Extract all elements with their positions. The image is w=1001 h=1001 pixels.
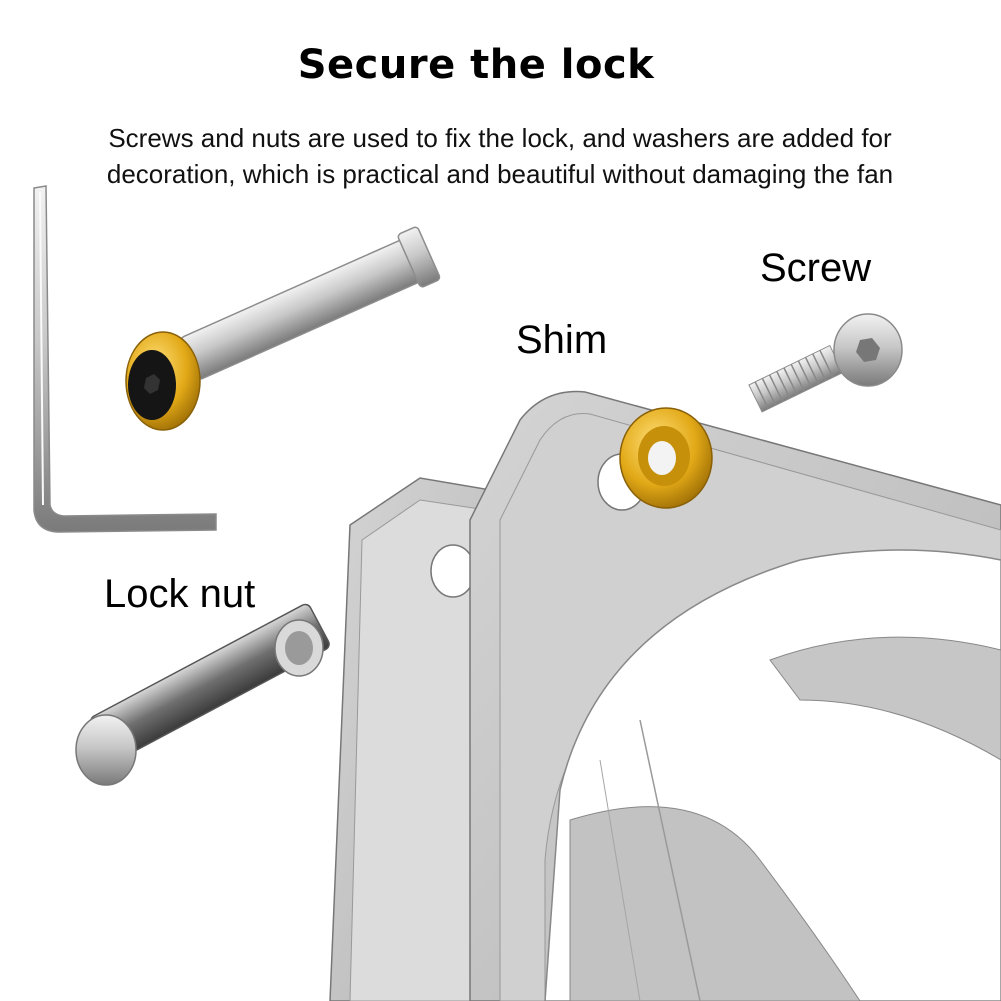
lock-nut-part [75,603,330,786]
assembled-bolt [125,226,441,431]
shim-label: Shim [516,318,608,362]
page-title: Secure the lock [297,42,655,88]
hex-key [33,185,217,533]
screw-part [748,313,903,413]
gold-shim [619,407,713,509]
screw-label: Screw [760,246,872,290]
subtitle-line-2: decoration, which is practical and beaut… [106,159,894,189]
page-subtitle: Screws and nuts are used to fix the lock… [30,120,970,192]
subtitle-line-1: Screws and nuts are used to fix the lock… [108,123,892,153]
fan-frame [329,390,1001,1001]
lock-nut-label: Lock nut [104,572,256,616]
